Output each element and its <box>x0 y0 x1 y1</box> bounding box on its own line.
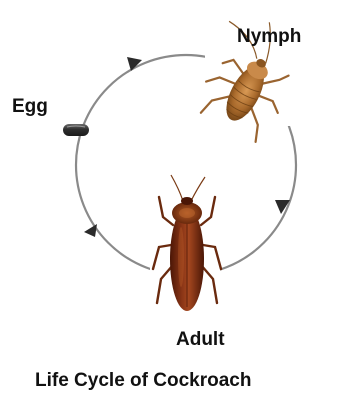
egg-icon <box>63 124 89 136</box>
stage-label-nymph: Nymph <box>237 26 301 47</box>
diagram-caption: Life Cycle of Cockroach <box>35 370 251 391</box>
stage-label-egg: Egg <box>12 96 48 117</box>
stage-label-adult: Adult <box>176 329 225 350</box>
arrow-adult-to-egg-icon <box>84 224 97 237</box>
